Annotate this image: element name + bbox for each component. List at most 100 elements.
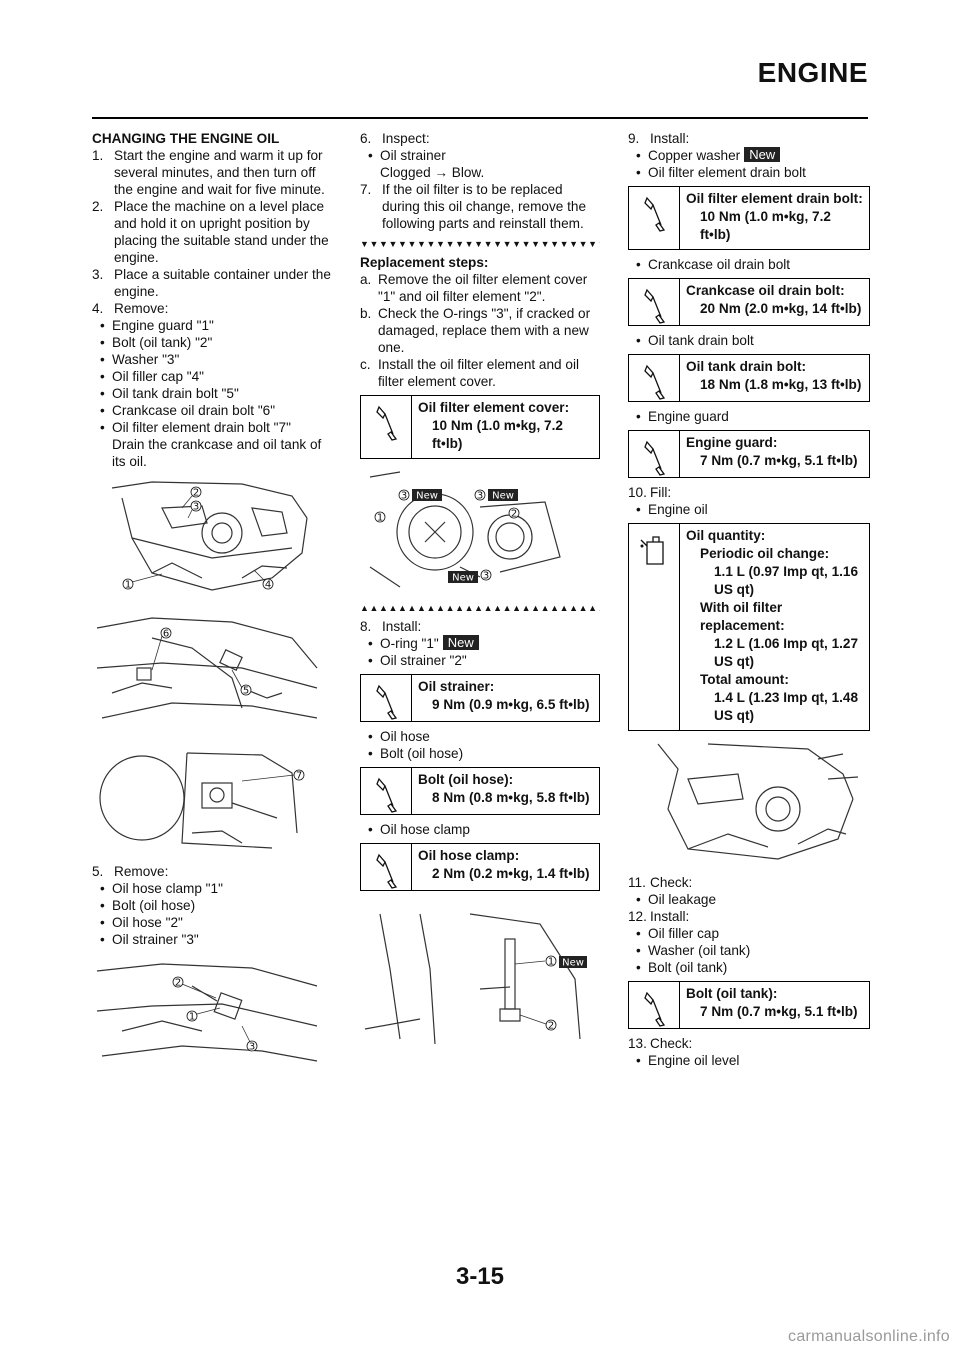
sub-step-b: b.Check the O-rings "3", if cracked or d… [360, 306, 591, 355]
figure-engine-side [628, 739, 870, 864]
column-2: 6.Inspect: •Oil strainer Clogged → Blow.… [360, 130, 600, 1059]
spec-box-oil-hose-clamp: Oil hose clamp: 2 Nm (0.2 m•kg, 1.4 ft•lb… [360, 843, 600, 891]
watermark-text: carmanualsonline.info [788, 1328, 950, 1345]
new-tag: New [562, 958, 584, 969]
callout-label: 3 [483, 571, 489, 582]
spec-value: 10 Nm (1.0 m•kg, 7.2 ft•lb) [700, 209, 831, 242]
spec-title: Oil filter element cover: [418, 400, 570, 415]
drain-note: Drain the crankcase and oil tank of its … [112, 437, 322, 469]
spec-value: 10 Nm (1.0 m•kg, 7.2 ft•lb) [432, 418, 563, 451]
list-item: •Oil filler cap [636, 926, 720, 941]
spec-value: 18 Nm (1.8 m•kg, 13 ft•lb) [700, 377, 862, 392]
spec-subtitle: Total amount: [700, 672, 789, 687]
callout-label: 2 [193, 488, 199, 499]
clogged-note: Clogged → Blow. [380, 165, 485, 180]
list-item: •Engine guard "1" [100, 318, 214, 333]
torque-wrench-icon [644, 288, 666, 324]
spec-box-filter-drain-bolt: Oil filter element drain bolt:10 Nm (1.0… [628, 186, 870, 250]
spec-box-oil-tank-bolt: Bolt (oil tank):7 Nm (0.7 m•kg, 5.1 ft•l… [628, 981, 870, 1029]
spec-box-crankcase-drain-bolt: Crankcase oil drain bolt:20 Nm (2.0 m•kg… [628, 278, 870, 326]
callout-label: 3 [477, 491, 483, 502]
list-item: •Bolt (oil tank) [636, 960, 728, 975]
page-number: 3-15 [455, 1263, 505, 1290]
spec-box-oil-quantity: Oil quantity: Periodic oil change: 1.1 L… [628, 523, 870, 731]
spec-subtitle: With oil filter replacement: [700, 600, 785, 633]
triangles-down: ▼▼▼▼▼▼▼▼▼▼▼▼▼▼▼▼▼▼▼▼▼▼▼▼▼▼▼▼ [360, 239, 600, 249]
header-rule [92, 117, 868, 119]
step-10: 10.Fill: [628, 485, 672, 500]
callout-label: 1 [189, 1012, 195, 1023]
figure-oil-strainer: 2 1 3 [92, 956, 332, 1066]
step-11: 11.Check: [628, 875, 693, 890]
new-tag: New [492, 491, 514, 502]
sub-step-a: a.Remove the oil filter element cover "1… [360, 272, 588, 304]
list-item: •Oil filter element drain bolt "7" [100, 420, 291, 435]
new-badge: New [442, 635, 479, 650]
step-7: 7.If the oil filter is to be replaced du… [360, 182, 587, 231]
torque-wrench-icon [644, 196, 666, 232]
list-item: •Engine guard [636, 409, 729, 424]
torque-wrench-icon [644, 991, 666, 1027]
list-item: •Crankcase oil drain bolt [636, 257, 791, 272]
sub-step-c: c.Install the oil filter element and oil… [360, 357, 579, 389]
step-13: 13.Check: [628, 1036, 693, 1051]
figure-oil-filter-element: 3 New 3 New 1 2 New 3 [360, 467, 600, 592]
section-heading: CHANGING THE ENGINE OIL [92, 131, 280, 146]
step-12: 12.Install: [628, 909, 690, 924]
list-item: •Oil hose [368, 729, 430, 744]
torque-wrench-icon [376, 853, 398, 889]
column-1: CHANGING THE ENGINE OIL 1.Start the engi… [92, 130, 332, 1076]
spec-value: 1.1 L (0.97 Imp qt, 1.16 US qt) [714, 564, 859, 597]
list-item: •Oil strainer "2" [368, 653, 467, 668]
callout-label: 3 [249, 1042, 255, 1053]
replacement-heading: Replacement steps: [360, 255, 489, 270]
torque-wrench-icon [644, 364, 666, 400]
page-title: ENGINE [757, 57, 868, 88]
spec-value: 20 Nm (2.0 m•kg, 14 ft•lb) [700, 301, 862, 316]
torque-wrench-icon [376, 777, 398, 813]
callout-label: 3 [193, 502, 199, 513]
callout-label: 2 [175, 978, 181, 989]
spec-value: 1.2 L (1.06 Imp qt, 1.27 US qt) [714, 636, 859, 669]
spec-box-oil-hose-bolt: Bolt (oil hose):8 Nm (0.8 m•kg, 5.8 ft•l… [360, 767, 600, 815]
list-item: •Oil strainer "3" [100, 932, 199, 947]
list-item: •Oil filler cap "4" [100, 369, 204, 384]
spec-value: 7 Nm (0.7 m•kg, 5.1 ft•lb) [700, 1004, 858, 1019]
spec-subtitle: Periodic oil change: [700, 546, 830, 561]
spec-title: Oil strainer: [418, 679, 495, 694]
spec-value: 1.4 L (1.23 Imp qt, 1.48 US qt) [714, 690, 859, 723]
list-item: •Bolt (oil hose) [368, 746, 464, 761]
step-5: 5.Remove: [92, 864, 169, 879]
spec-title: Oil hose clamp: [418, 848, 520, 863]
step-1: 1.Start the engine and warm it up for se… [92, 148, 325, 197]
spec-value: 2 Nm (0.2 m•kg, 1.4 ft•lb) [432, 866, 590, 881]
figure-strainer-install: 1 New 2 [360, 909, 600, 1049]
list-item: •Engine oil [636, 502, 708, 517]
step-8: 8.Install: [360, 619, 422, 634]
spec-title: Bolt (oil hose): [418, 772, 514, 787]
list-item: •Oil tank drain bolt [636, 333, 754, 348]
list-item: •Bolt (oil hose) [100, 898, 196, 913]
new-badge: New [744, 147, 781, 162]
step-9: 9.Install: [628, 131, 690, 146]
list-item: •Oil leakage [636, 892, 717, 907]
callout-label: 3 [401, 491, 407, 502]
triangles-up: ▲▲▲▲▲▲▲▲▲▲▲▲▲▲▲▲▲▲▲▲▲▲▲▲▲▲▲▲ [360, 603, 600, 613]
spec-value: 9 Nm (0.9 m•kg, 6.5 ft•lb) [432, 697, 590, 712]
callout-label: 2 [511, 509, 517, 520]
list-item: •Oil tank drain bolt "5" [100, 386, 239, 401]
list-item: •Oil filter element drain bolt [636, 165, 806, 180]
spec-box-oil-tank-drain-bolt: Oil tank drain bolt:18 Nm (1.8 m•kg, 13 … [628, 354, 870, 402]
new-tag: New [452, 573, 474, 584]
list-item: •Washer (oil tank) [636, 943, 751, 958]
step-6: 6.Inspect: [360, 131, 430, 146]
spec-value: 7 Nm (0.7 m•kg, 5.1 ft•lb) [700, 453, 858, 468]
step-4: 4.Remove: [92, 301, 169, 316]
figure-filter-drain-bolt: 7 [92, 743, 332, 853]
list-item: •Oil hose "2" [100, 915, 183, 930]
list-item: •Oil hose clamp "1" [100, 881, 223, 896]
list-item: •Washer "3" [100, 352, 180, 367]
step-2: 2.Place the machine on a level place and… [92, 199, 329, 265]
